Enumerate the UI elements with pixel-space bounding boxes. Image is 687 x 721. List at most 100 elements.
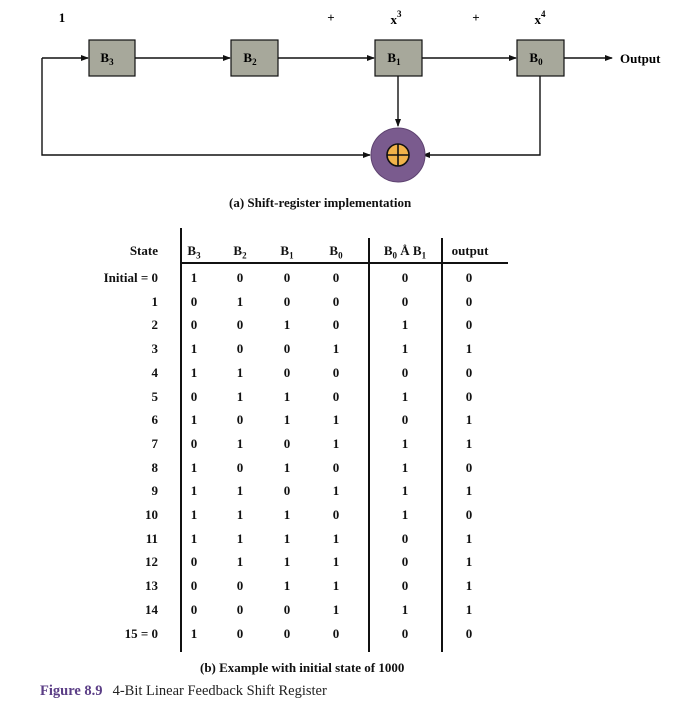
svg-text:B0: B0: [529, 50, 543, 67]
table-cell-out: 0: [465, 459, 473, 475]
header-b3: B3: [187, 243, 201, 261]
table-cell-out: 0: [465, 293, 473, 309]
table-cell-b3: 0: [190, 435, 198, 451]
table-cell-b2: 0: [236, 412, 244, 428]
table-cell-b2: 1: [236, 293, 244, 309]
table-cell-b0: 0: [332, 507, 340, 522]
table-row-state: 6: [151, 412, 159, 428]
header-rule: [180, 262, 508, 264]
table-cell-b3: 1: [190, 270, 198, 285]
table-cell-out: 1: [465, 554, 473, 570]
table-cell-b2: 0: [236, 578, 244, 594]
table-cell-b3: 0: [190, 554, 198, 570]
table-row-state: 10: [145, 507, 158, 522]
table-cell-out: 1: [465, 412, 473, 428]
table-cell-b0: 1: [332, 341, 340, 357]
table-cell-b1: 0: [283, 293, 291, 309]
table-cell-b3: 1: [190, 530, 198, 546]
table-cell-b1: 0: [283, 341, 291, 357]
table-cell-b0: 1: [332, 578, 340, 594]
table-cell-out: 1: [465, 435, 473, 451]
table-row-state: 12: [145, 554, 158, 570]
table-cell-xor: 0: [401, 625, 409, 641]
table-cell-b1: 0: [283, 270, 291, 285]
table-cell-b2: 0: [236, 317, 244, 333]
table-cell-b2: 1: [236, 435, 244, 451]
tap-b0-line: [422, 76, 541, 158]
poly-plus-2: +: [472, 10, 479, 25]
table-cell-xor: 0: [401, 412, 409, 428]
table-cell-xor: 1: [401, 388, 409, 404]
header-xor: B0 Å B1: [383, 243, 427, 261]
poly-plus-1: +: [327, 10, 334, 25]
register-b2: B2: [230, 39, 279, 77]
table-cell-b2: 1: [236, 507, 244, 522]
header-state: State: [129, 243, 158, 258]
table-row-state: 2: [151, 317, 159, 333]
table-cell-b3: 1: [190, 625, 198, 641]
table-cell-b2: 0: [236, 341, 244, 357]
header-b2: B2: [233, 243, 247, 261]
table-row-state: 3: [151, 341, 159, 357]
table-cell-b1: 0: [283, 625, 291, 641]
table-cell-b2: 0: [236, 625, 244, 641]
table-cell-b0: 1: [332, 412, 340, 428]
svg-text:B1: B1: [387, 50, 401, 67]
table-cell-b1: 1: [283, 578, 291, 594]
table-cell-b2: 1: [236, 364, 244, 380]
divider-xor-right: [441, 238, 443, 652]
table-row-state: 1: [151, 293, 159, 309]
table-cell-b0: 0: [332, 388, 340, 404]
table-cell-b1: 1: [283, 459, 291, 475]
table-cell-b0: 0: [332, 625, 340, 641]
table-cell-b3: 1: [190, 341, 198, 357]
divider-xor-left: [368, 238, 370, 652]
table-cell-b0: 0: [332, 364, 340, 380]
table-cell-xor: 1: [401, 341, 409, 357]
table-cell-b0: 1: [332, 554, 340, 570]
table-row-state: Initial = 0: [103, 270, 158, 285]
table-cell-b3: 1: [190, 364, 198, 380]
xor-gate: [370, 127, 426, 183]
table-cell-xor: 0: [401, 530, 409, 546]
table-cell-xor: 0: [401, 270, 409, 285]
table-cell-b2: 1: [236, 388, 244, 404]
table-cell-xor: 1: [401, 317, 409, 333]
svg-text:B2: B2: [243, 50, 257, 67]
table-cell-b1: 0: [283, 483, 291, 499]
table-row-state: 8: [151, 459, 159, 475]
header-b0: B0: [329, 243, 343, 261]
table-row-state: 7: [151, 435, 159, 451]
table-cell-b0: 1: [332, 530, 340, 546]
table-cell-xor: 1: [401, 435, 409, 451]
table-cell-b2: 0: [236, 459, 244, 475]
table-cell-b3: 0: [190, 578, 198, 594]
table-cell-out: 1: [465, 530, 473, 546]
table-cell-out: 0: [465, 388, 473, 404]
table-cell-xor: 0: [401, 554, 409, 570]
table-row-state: 9: [151, 483, 159, 499]
table-cell-b1: 1: [283, 554, 291, 570]
table-cell-b0: 0: [332, 459, 340, 475]
table-cell-b1: 1: [283, 388, 291, 404]
figure-caption: Figure 8.9 4-Bit Linear Feedback Shift Re…: [40, 683, 327, 700]
table-cell-b1: 0: [283, 601, 291, 617]
table-cell-xor: 1: [401, 507, 409, 522]
table-cell-out: 0: [465, 270, 473, 285]
figure-title: 4-Bit Linear Feedback Shift Register: [112, 683, 327, 699]
table-cell-b2: 1: [236, 554, 244, 570]
table-cell-b3: 1: [190, 483, 198, 499]
lfsr-diagram: 1 + x3 + x4 B3 B2 B1 B0 Output: [41, 9, 661, 183]
table-cell-b1: 1: [283, 317, 291, 333]
output-label: Output: [620, 51, 661, 66]
feedback-loop-line: [41, 58, 371, 158]
table-cell-b0: 0: [332, 317, 340, 333]
table-cell-b0: 0: [332, 270, 340, 285]
figure-number: Figure 8.9: [40, 683, 103, 699]
table-cell-b3: 0: [190, 388, 198, 404]
table-cell-b1: 0: [283, 435, 291, 451]
table-cell-b3: 1: [190, 507, 198, 522]
table-cell-b3: 0: [190, 293, 198, 309]
table-cell-out: 0: [465, 625, 473, 641]
state-table: State B3 B2 B1 B0 B0 Å B1 output Initial…: [103, 228, 508, 652]
